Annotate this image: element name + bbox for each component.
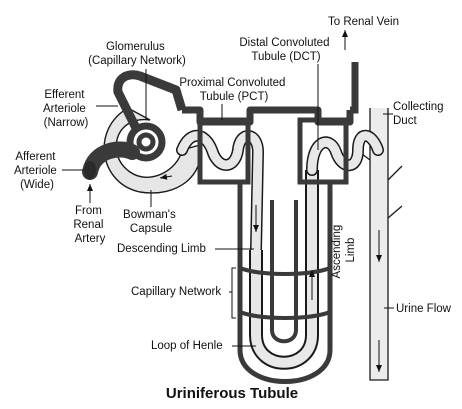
labels: Glomerulus (Capillary Network) Efferent … [14, 16, 452, 402]
label-loop: Loop of Henle [151, 340, 223, 352]
label-pct: Proximal Convoluted Tubule (PCT) [179, 77, 288, 103]
label-efferent: Efferent Arteriole (Narrow) [43, 89, 89, 129]
label-glomerulus: Glomerulus (Capillary Network) [88, 41, 186, 67]
label-descending: Descending Limb [117, 243, 206, 255]
label-collecting: Collecting Duct [393, 101, 447, 127]
label-renal-vein: To Renal Vein [328, 16, 399, 28]
label-afferent: Afferent Arteriole (Wide) [14, 151, 60, 191]
label-bowman: Bowman's Capsule [123, 209, 179, 235]
label-capillary: Capillary Network [131, 286, 221, 298]
diagram-title: Uriniferous Tubule [166, 385, 298, 402]
leader-capillary-bracket [231, 267, 236, 319]
label-ascending: Ascending Limb [331, 222, 357, 279]
label-dct: Distal Convoluted Tubule (DCT) [239, 37, 332, 63]
flow-arrows [159, 173, 382, 372]
label-urine: Urine Flow [396, 303, 452, 315]
nephron-drawing [82, 62, 403, 384]
label-from-renal: From Renal Artery [73, 205, 106, 245]
blood-vessels [82, 62, 359, 384]
